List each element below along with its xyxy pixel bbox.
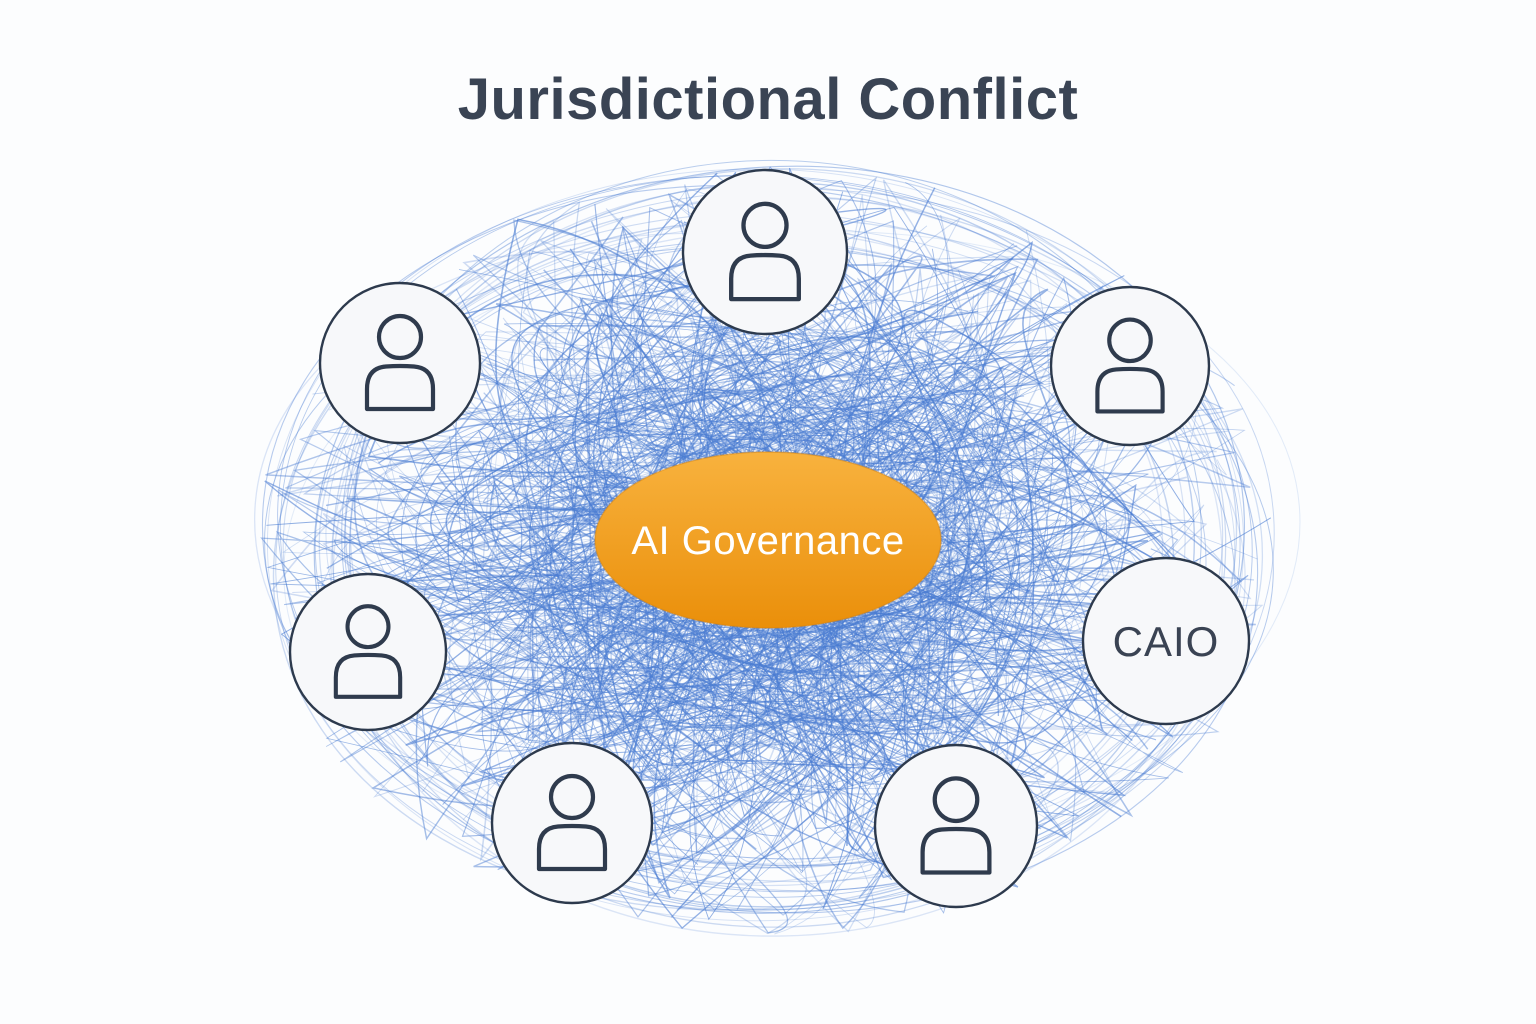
center-node-label: AI Governance — [631, 519, 904, 563]
node-bottom-left — [490, 741, 654, 905]
person-icon — [729, 201, 801, 302]
stakeholder-nodes: CAIO — [288, 168, 1251, 909]
tangle-scribble — [295, 332, 1242, 884]
tangle-scribble — [450, 255, 1221, 735]
tangle-ring — [266, 168, 1245, 922]
person-icon — [536, 773, 608, 872]
tangle-scribble — [298, 299, 1042, 840]
tangle-scribble — [474, 323, 1255, 713]
node-circle — [681, 168, 849, 336]
tangle-scribble — [529, 187, 1201, 882]
node-circle — [873, 743, 1039, 909]
person-icon — [1095, 317, 1165, 414]
tangle-scribble — [322, 407, 1237, 750]
node-upper-left — [318, 281, 482, 445]
tangle-scribble — [373, 217, 1050, 798]
tangle-scribble — [400, 303, 1067, 820]
tangle-scribble — [374, 172, 1021, 930]
node-label: CAIO — [1113, 618, 1220, 665]
tangle-scribble — [534, 243, 986, 916]
tangle-scribble — [452, 273, 1125, 933]
node-circle — [1049, 285, 1211, 447]
tangle-scribble — [371, 226, 995, 846]
person-icon — [920, 776, 992, 875]
tangle-scribble — [366, 312, 1146, 742]
node-circle — [490, 741, 654, 905]
tangle-scribble — [381, 221, 1149, 776]
center-ellipse — [594, 451, 942, 629]
node-circle — [1081, 556, 1251, 726]
node-upper-right — [1049, 285, 1211, 447]
node-circle — [288, 572, 448, 732]
tangle-scribble — [482, 214, 1239, 782]
node-caio: CAIO — [1081, 556, 1251, 726]
node-top-center — [681, 168, 849, 336]
node-mid-left — [288, 572, 448, 732]
tangle-scribble — [343, 219, 1229, 714]
person-icon — [333, 604, 403, 699]
diagram-title: Jurisdictional Conflict — [457, 67, 1079, 132]
node-circle — [318, 281, 482, 445]
person-icon — [364, 313, 436, 412]
center-node: AI Governance — [594, 451, 942, 629]
tangle-scribble — [325, 269, 1043, 839]
node-bottom-right — [873, 743, 1039, 909]
